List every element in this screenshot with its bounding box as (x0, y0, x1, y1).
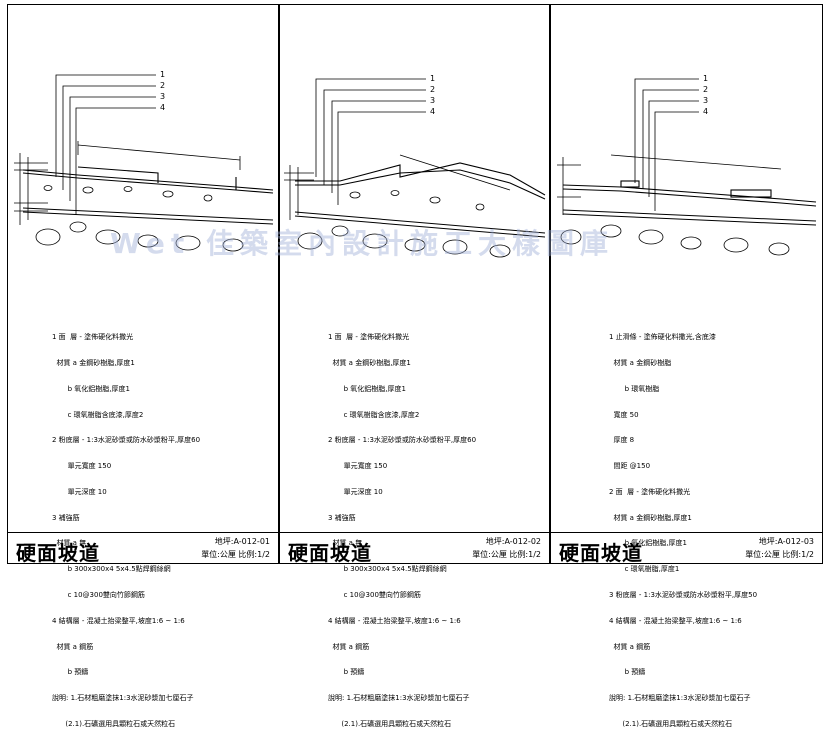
callout-4: 4 (160, 103, 165, 112)
callout-4: 4 (703, 107, 708, 116)
sheet-3: 1 2 3 4 (550, 4, 823, 728)
sheet-title: 硬面坡道 (288, 541, 372, 565)
note-line: b 300x300x4 5x4.5點焊鋼絲網 (52, 565, 171, 574)
note-line: 厚度 8 (609, 436, 635, 445)
note-line: 4 結構層 - 混凝土抬梁整平,坡度1:6 ~ 1:6 (52, 616, 185, 625)
note-line: 單元深度 10 (328, 487, 383, 496)
note-line: 3 粉底層 - 1:3水泥砂漿或防水砂漿粉平,厚度50 (609, 591, 758, 599)
note-line: (2.1).石礦選用具顆粒石或天然粒石 (609, 719, 733, 728)
note-line: c 10@300雙向竹節鋼筋 (52, 591, 145, 599)
note-line: 1 面 層 - 塗佈硬化料撒光 (328, 333, 410, 342)
note-line: 材質 a 金鋼砂樹脂,厚度1 (52, 358, 135, 367)
notes-block-2: 1 面 層 - 塗佈硬化料撒光 材質 a 金鋼砂樹脂,厚度1 b 氧化鋁樹脂,厚… (328, 316, 476, 746)
note-line: b 300x300x4 5x4.5點焊鋼絲網 (328, 565, 447, 574)
callout-2: 2 (430, 85, 435, 94)
note-line: b 預鑄 (609, 668, 646, 677)
note-line: b 氧化鋁樹脂,厚度1 (609, 539, 687, 548)
note-line: 1 面 層 - 塗佈硬化料撒光 (52, 333, 134, 342)
note-line: 間距 @150 (609, 462, 651, 471)
note-line: 材質 a 無 (52, 539, 87, 548)
callout-2: 2 (703, 85, 708, 94)
note-line: 材質 a 鋼筋 (609, 642, 651, 651)
sheet-title: 硬面坡道 (559, 541, 643, 565)
note-line: b 氧化鋁樹脂,厚度1 (328, 384, 406, 393)
note-line: 材質 a 金鋼砂樹脂,厚度1 (328, 358, 411, 367)
callout-3: 3 (430, 96, 435, 105)
section-drawing-3: 1 2 3 4 (557, 74, 817, 256)
sheet-2: 1 2 3 4 (279, 4, 550, 728)
note-line: 寬度 50 (609, 410, 639, 419)
note-line: 說明: 1.石材粗磨塗抹1:3水泥砂漿加七厘石子 (52, 694, 194, 703)
note-line: c 10@300雙向竹節鋼筋 (328, 591, 421, 599)
title-bar-1: 硬面坡道 地坪:A-012-01 單位:公厘 比例:1/2 (8, 532, 278, 565)
callout-3: 3 (703, 96, 708, 105)
title-bar-2: 硬面坡道 地坪:A-012-02 單位:公厘 比例:1/2 (280, 532, 549, 565)
callout-1: 1 (430, 74, 435, 83)
notes-block-1: 1 面 層 - 塗佈硬化料撒光 材質 a 金鋼砂樹脂,厚度1 b 氧化鋁樹脂,厚… (52, 316, 200, 746)
note-line: 2 粉底層 - 1:3水泥砂漿或防水砂漿粉平,厚度60 (52, 436, 201, 445)
section-drawing-1: 1 2 3 4 (14, 70, 274, 252)
note-line: b 預鑄 (328, 668, 365, 677)
sheet-1: 1 2 3 4 (7, 4, 279, 728)
drawing-code: 地坪:A-012-03 (758, 537, 814, 546)
note-line: 3 補強筋 (52, 513, 80, 522)
scale-label: 單位:公厘 比例:1/2 (201, 550, 270, 559)
sheet-title: 硬面坡道 (16, 541, 100, 565)
callout-2: 2 (160, 81, 165, 90)
note-line: 說明: 1.石材粗磨塗抹1:3水泥砂漿加七厘石子 (609, 694, 751, 703)
notes-block-3: 1 止滑條 - 塗佈硬化料撒光,含底漆 材質 a 金鋼砂樹脂 b 環氧樹脂 寬度… (609, 316, 757, 746)
title-bar-3: 硬面坡道 地坪:A-012-03 單位:公厘 比例:1/2 (551, 532, 822, 565)
note-line: 材質 a 鋼筋 (328, 642, 370, 651)
note-line: 單元深度 10 (52, 487, 107, 496)
drawing-code: 地坪:A-012-02 (485, 537, 541, 546)
note-line: 2 面 層 - 塗佈硬化料撒光 (609, 487, 691, 496)
callout-1: 1 (703, 74, 708, 83)
callout-1: 1 (160, 70, 165, 79)
note-line: (2.1).石礦選用具顆粒石或天然粒石 (52, 719, 176, 728)
note-line: (2.1).石礦選用具顆粒石或天然粒石 (328, 719, 452, 728)
note-line: b 環氧樹脂 (609, 384, 660, 393)
note-line: 單元寬度 150 (328, 462, 388, 471)
note-line: b 預鑄 (52, 668, 89, 677)
note-line: b 氧化鋁樹脂,厚度1 (52, 384, 130, 393)
callout-3: 3 (160, 92, 165, 101)
drawing-code: 地坪:A-012-01 (214, 537, 270, 546)
note-line: 材質 a 無 (328, 539, 363, 548)
note-line: 3 補強筋 (328, 513, 356, 522)
note-line: 4 結構層 - 混凝土抬梁整平,坡度1:6 ~ 1:6 (328, 616, 461, 625)
note-line: 材質 a 金鋼砂樹脂 (609, 358, 672, 367)
scale-label: 單位:公厘 比例:1/2 (745, 550, 814, 559)
note-line: c 環氧樹脂含底漆,厚度2 (328, 410, 420, 419)
scale-label: 單位:公厘 比例:1/2 (472, 550, 541, 559)
section-drawing-2: 1 2 3 4 (284, 74, 546, 258)
note-line: c 環氧樹脂,厚度1 (609, 565, 680, 574)
note-line: 單元寬度 150 (52, 462, 112, 471)
note-line: 1 止滑條 - 塗佈硬化料撒光,含底漆 (609, 333, 716, 342)
note-line: 材質 a 鋼筋 (52, 642, 94, 651)
note-line: 2 粉底層 - 1:3水泥砂漿或防水砂漿粉平,厚度60 (328, 436, 477, 445)
callout-4: 4 (430, 107, 435, 116)
note-line: 材質 a 金鋼砂樹脂,厚度1 (609, 513, 692, 522)
note-line: 說明: 1.石材粗磨塗抹1:3水泥砂漿加七厘石子 (328, 694, 470, 703)
note-line: c 環氧樹脂含底漆,厚度2 (52, 410, 144, 419)
note-line: 4 結構層 - 混凝土抬梁整平,坡度1:6 ~ 1:6 (609, 616, 742, 625)
